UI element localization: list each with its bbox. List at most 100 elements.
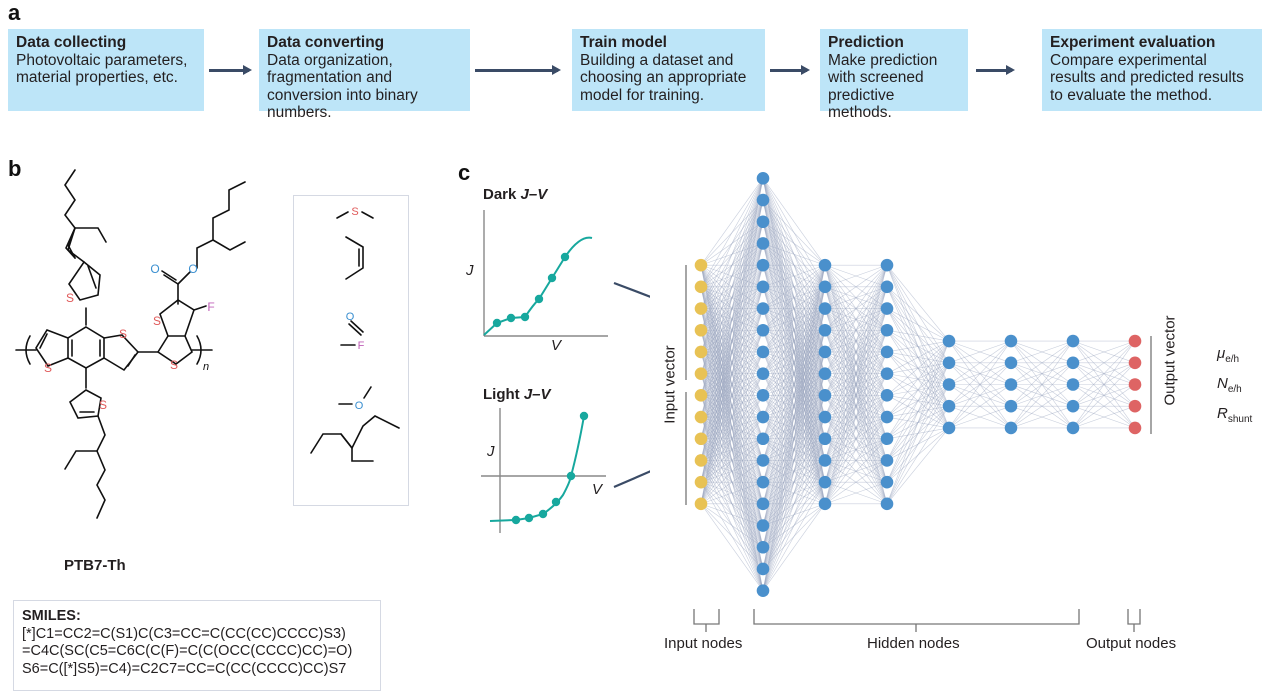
network-edge [700,199,764,374]
network-edge [824,308,888,483]
network-edge [824,395,888,504]
network-edge [886,405,950,440]
network-edge [762,438,826,526]
network-edge [762,395,826,504]
hidden-node [1066,421,1080,435]
network-edge [824,308,888,396]
network-edge [824,286,888,353]
hidden-node [756,193,770,207]
step-title: Prediction [828,34,904,51]
step-title: Data collecting [16,34,127,51]
light-jv-title-italic: J–V [523,386,551,403]
network-edge [762,351,826,439]
network-edge [824,265,888,374]
network-edge [762,416,826,548]
network-edge [700,308,764,396]
network-edge [886,264,950,342]
network-edge [886,340,950,418]
network-edge [762,243,826,483]
network-edge [824,460,888,483]
network-edge [700,308,764,418]
network-edge [1072,362,1136,385]
network-edge [762,416,826,461]
dark-jv-ylabel: J [466,262,474,279]
network-edge [1072,362,1136,385]
network-edge [700,286,764,396]
network-edge [700,264,764,353]
network-edge [762,481,826,526]
network-edge [700,308,764,374]
network-edge [700,178,764,266]
network-edge [1010,405,1074,429]
network-edge [824,373,888,504]
network-edge [762,460,826,526]
network-edge [762,460,826,505]
network-edge [824,373,888,439]
network-edge [886,308,950,385]
network-edge [886,329,950,364]
network-edge [762,308,826,331]
network-edge [700,286,764,353]
network-edge [824,286,888,504]
network-edge [762,395,826,439]
network-edge [762,265,826,418]
output-node [1128,421,1142,435]
oxygen-atom-label: O [188,262,197,276]
network-edge [700,373,764,504]
network-edge [824,330,888,396]
network-edge [762,286,826,461]
network-edge [1010,340,1074,407]
sulfur-atom-label: S [170,358,178,372]
network-edge [1072,362,1136,407]
network-edge [824,264,888,288]
network-edge [762,265,826,591]
network-edge [700,330,764,396]
network-edge [762,265,826,439]
network-edge [824,330,888,461]
hidden-node [880,367,894,380]
network-edge [762,265,826,504]
network-edge [762,264,826,309]
network-edge [762,330,826,461]
hidden-node [818,454,832,467]
network-edge [762,265,826,504]
network-edge [886,329,950,342]
network-edge [824,330,888,461]
network-edge [886,308,950,429]
network-edge [824,265,888,483]
network-edge [700,460,764,548]
network-edge [1010,340,1074,385]
network-edge [700,221,764,504]
network-edge [700,373,764,483]
network-edge [700,308,764,396]
network-edge [700,329,764,353]
network-edge [762,416,826,440]
network-edge [700,178,764,353]
network-edge [700,395,764,461]
network-edge [762,199,826,396]
network-edge [948,340,1012,364]
smiles-line: =C4C(SC(C5=C6C(C(F)=C(C(OCC(CCCC)CC)=O) [22,643,353,659]
network-edge [824,416,888,483]
network-edge [700,178,764,396]
output-nodes-caption: Output nodes [1086,635,1177,652]
network-edge [762,243,826,396]
network-edge [700,373,764,483]
network-edge [700,264,764,331]
network-edge [762,286,826,439]
network-edge [700,308,764,548]
network-edge [824,286,888,483]
network-edge [700,221,764,266]
network-edge [762,351,826,504]
network-edge [700,221,764,374]
network-edge [700,460,764,505]
network-edge [700,373,764,526]
step-text: Make prediction with screened predictive… [828,51,938,122]
network-edge [762,438,826,461]
hidden-node [1066,378,1080,391]
network-edge [824,330,888,483]
network-edge [762,416,826,505]
input-node [694,454,708,467]
network-edge [762,286,826,331]
network-edge [700,265,764,591]
